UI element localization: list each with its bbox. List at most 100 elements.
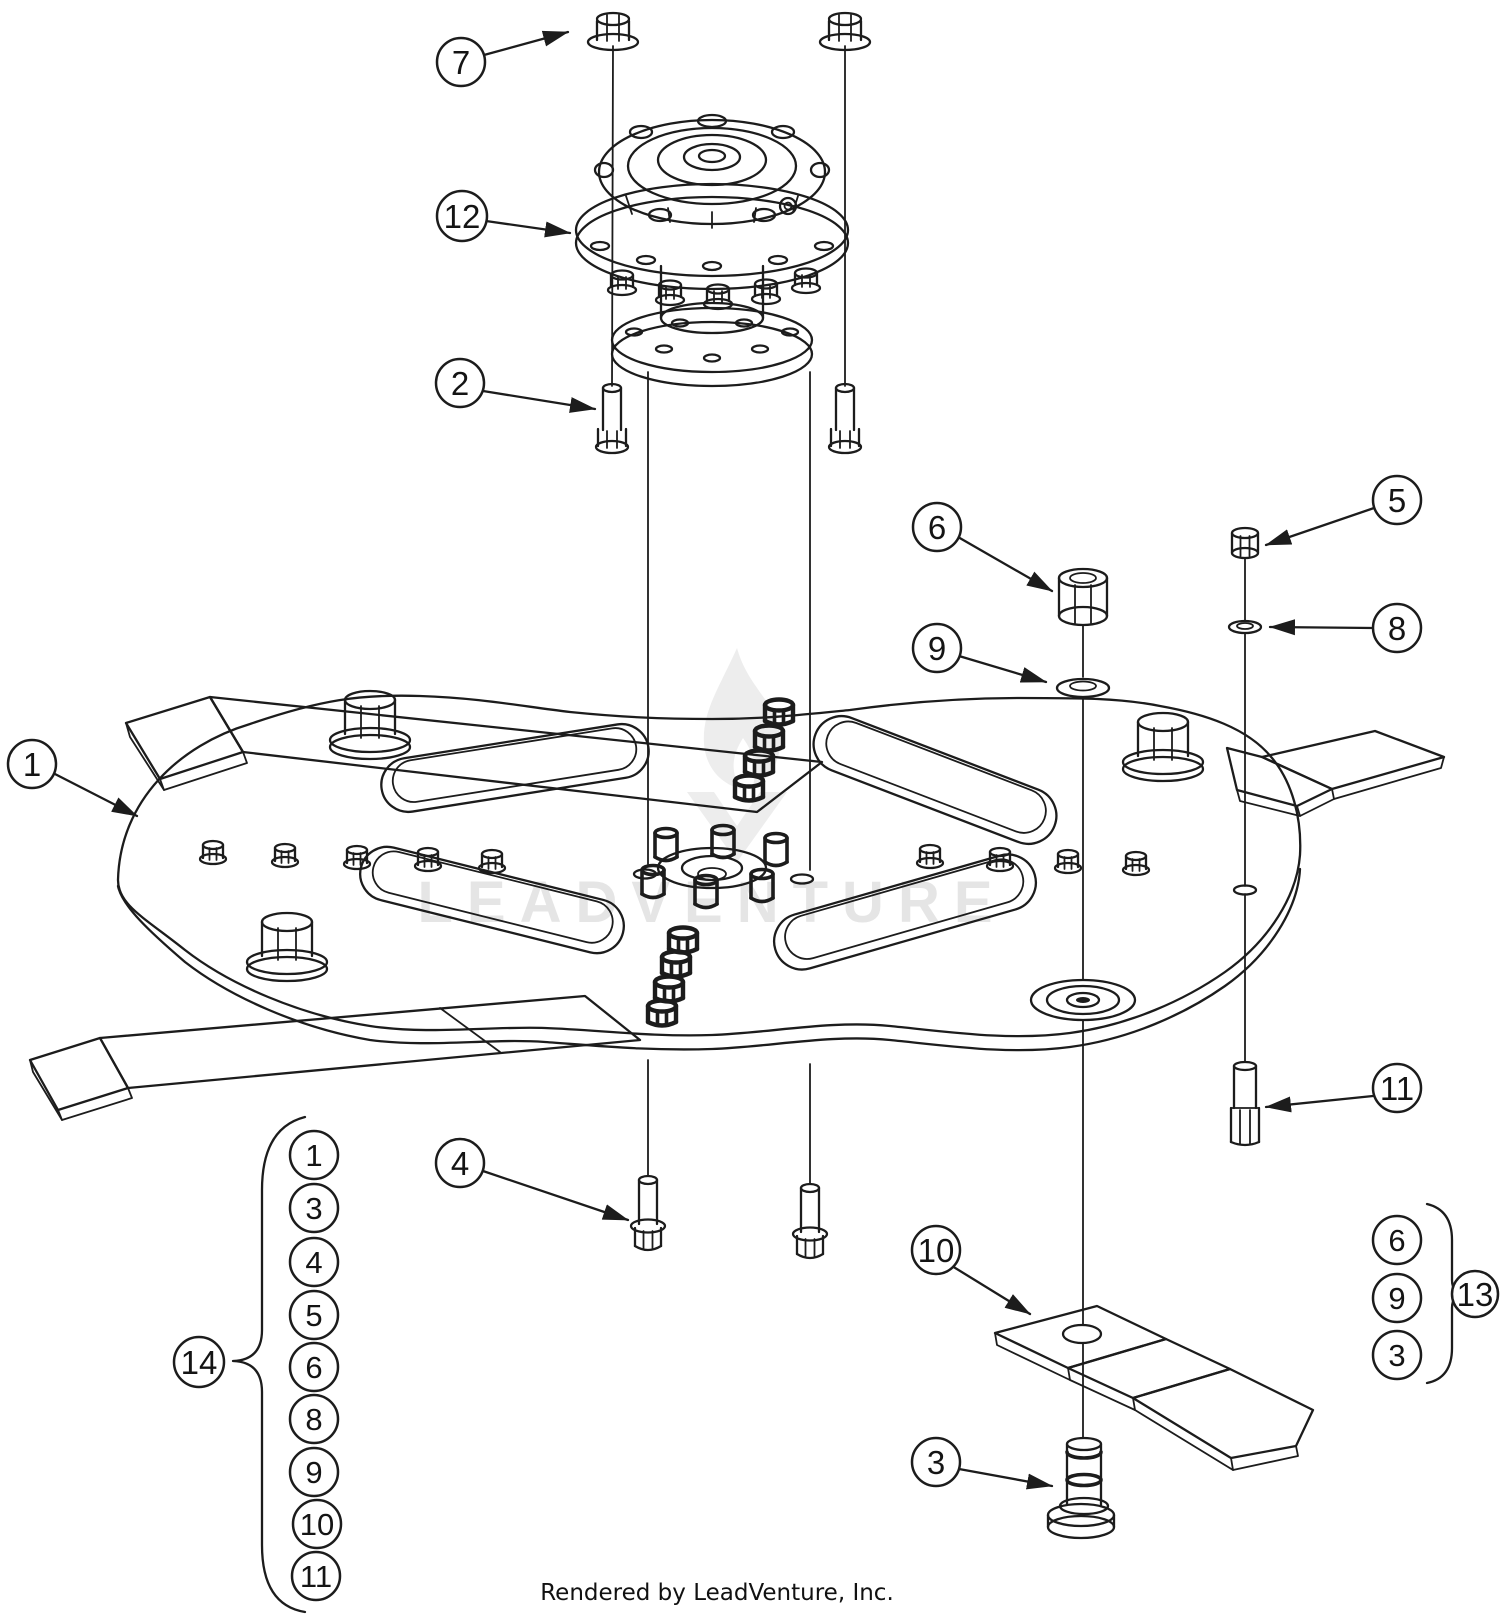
hex-nut	[648, 1001, 676, 1026]
svg-text:4: 4	[305, 1245, 322, 1280]
hex-nut	[342, 844, 372, 871]
leader-arrow	[950, 1264, 1032, 1316]
leader-arrow	[956, 535, 1054, 593]
footer-credit: Rendered by LeadVenture, Inc.	[540, 1580, 894, 1606]
legend-left-group: 14 1 3 4 5 6 8 9 10 11	[172, 1115, 343, 1614]
leader-arrow	[482, 30, 570, 57]
leader-arrow	[484, 219, 572, 238]
blade-right	[1225, 729, 1446, 817]
svg-text:10: 10	[300, 1507, 334, 1542]
svg-text:8: 8	[1388, 610, 1406, 647]
callout-7: 7	[435, 30, 570, 88]
blade-bolt-boss	[1029, 978, 1137, 1022]
svg-text:10: 10	[918, 1232, 955, 1269]
hex-nut	[655, 977, 683, 1002]
svg-text:11: 11	[1380, 1070, 1414, 1107]
stud-axis-left	[611, 45, 614, 387]
callout-12: 12	[435, 189, 572, 243]
svg-text:6: 6	[305, 1350, 322, 1385]
blade-mount-stack	[993, 567, 1315, 1540]
legend-left-brace	[231, 1115, 307, 1614]
leader-arrow	[957, 1467, 1054, 1490]
plate-hole	[789, 873, 815, 885]
svg-text:5: 5	[1388, 482, 1406, 519]
spindle-stud	[763, 831, 789, 868]
svg-text:9: 9	[928, 630, 946, 667]
washer-item9	[1055, 677, 1111, 699]
blade-bottom-left	[28, 994, 642, 1121]
svg-text:13: 13	[1457, 1276, 1494, 1313]
shoulder-bolt-item3	[1046, 1436, 1116, 1540]
flange-bolt	[790, 267, 822, 295]
leader-arrow	[1264, 506, 1376, 547]
svg-text:1: 1	[305, 1138, 322, 1173]
hex-nut	[198, 839, 228, 866]
deck-plate-thickness-edge	[116, 867, 1302, 1052]
hub-casting	[593, 113, 831, 229]
hex-nut	[915, 843, 945, 870]
svg-text:3: 3	[927, 1444, 945, 1481]
leader-arrow	[481, 389, 597, 413]
plate-hole	[632, 868, 658, 880]
deck-slot-upper-left	[380, 722, 650, 814]
standoff-item11	[1229, 1060, 1261, 1147]
callout-2: 2	[434, 357, 597, 413]
svg-text:8: 8	[305, 1402, 322, 1437]
deck-slot-lower-left	[359, 845, 625, 955]
lock-nut-item6	[1057, 567, 1109, 627]
spindle-hub-assembly	[574, 11, 872, 1185]
hub-upper-flange	[574, 182, 850, 311]
leadventure-watermark: LEADVENTURE	[417, 648, 993, 935]
hub-lower-flange	[610, 264, 814, 388]
svg-text:2: 2	[451, 365, 469, 402]
svg-text:12: 12	[444, 198, 481, 235]
callout-1: 1	[6, 738, 139, 818]
spindle-flange-nut	[328, 689, 412, 761]
hex-nut	[1121, 850, 1151, 877]
callout-9: 9	[911, 622, 1048, 684]
hex-nut	[270, 842, 300, 869]
svg-text:3: 3	[1388, 1338, 1405, 1373]
svg-text:14: 14	[181, 1344, 218, 1381]
leader-arrow	[1264, 1094, 1375, 1113]
svg-text:4: 4	[451, 1145, 469, 1182]
leader-arrow	[1268, 619, 1375, 636]
spindle-flange-nut	[245, 911, 329, 983]
leader-arrow	[51, 771, 139, 818]
deck-bolt-item4-left	[629, 1174, 667, 1252]
svg-text:7: 7	[452, 44, 470, 81]
washer-item8	[1227, 619, 1263, 635]
deck-bolt-item4-right	[791, 1182, 829, 1260]
stud-hardware-right	[1227, 526, 1263, 1147]
blade-top-left	[124, 695, 824, 814]
svg-text:3: 3	[305, 1191, 322, 1226]
flange-nut-left	[586, 11, 640, 52]
callouts: 1 7 12 2 6 9 5	[6, 30, 1423, 1490]
deck-slot-upper-right	[812, 715, 1058, 845]
svg-text:11: 11	[300, 1559, 332, 1594]
svg-text:1: 1	[23, 746, 41, 783]
hub-bolt-right	[827, 382, 863, 455]
callout-3: 3	[910, 1436, 1054, 1490]
svg-text:9: 9	[1388, 1281, 1405, 1316]
callout-8: 8	[1268, 602, 1423, 654]
hex-nut	[1053, 848, 1083, 875]
svg-text:5: 5	[305, 1298, 322, 1333]
hub-bolt-left	[594, 382, 630, 455]
callout-4: 4	[434, 1137, 630, 1222]
svg-text:9: 9	[305, 1455, 322, 1490]
watermark-v-icon	[687, 792, 787, 862]
blade-item10	[993, 1304, 1315, 1471]
callout-10: 10	[910, 1224, 1032, 1316]
hex-nut	[662, 952, 690, 977]
callout-6: 6	[911, 501, 1054, 593]
flange-bolt	[750, 278, 782, 306]
spindle-flange-nut	[1121, 711, 1205, 783]
leader-arrow	[957, 654, 1048, 684]
svg-text:6: 6	[1388, 1223, 1405, 1258]
leader-arrow	[481, 1169, 630, 1222]
spindle-stud	[653, 826, 679, 863]
legend-right-group: 13 6 9 3	[1371, 1202, 1500, 1385]
